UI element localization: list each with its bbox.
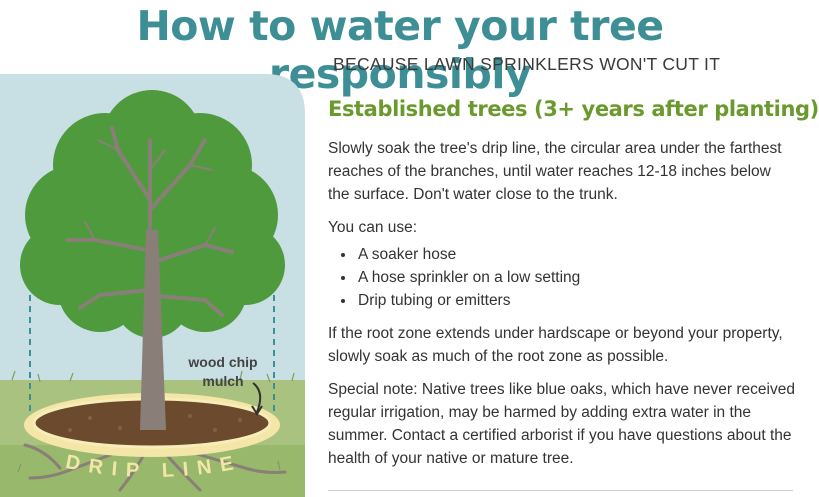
use-intro: You can use: <box>328 219 418 236</box>
intro-paragraph: Slowly soak the tree's drip line, the ci… <box>328 140 782 203</box>
tree-trunk <box>66 126 234 430</box>
page-title: How to water your tree responsibly <box>136 2 664 98</box>
mulch-label-line2: mulch <box>202 373 243 389</box>
bottom-divider <box>328 490 793 491</box>
page-subtitle: BECAUSE LAWN SPRINKLERS WON'T CUT IT <box>333 54 721 74</box>
watering-instructions: Established trees (3+ years after planti… <box>328 95 819 480</box>
root-zone-paragraph: If the root zone extends under hardscape… <box>328 325 783 365</box>
mulch-label-line1: wood chip <box>187 354 257 370</box>
watering-tools-list: A soaker hose A hose sprinkler on a low … <box>328 243 796 312</box>
grass-blades <box>11 370 295 473</box>
mulch-pointer-arrow <box>252 382 262 413</box>
special-note-paragraph: Special note: Native trees like blue oak… <box>328 381 795 467</box>
section-heading: Established trees (3+ years after planti… <box>328 97 819 121</box>
list-item: Drip tubing or emitters <box>356 289 796 312</box>
list-item: A soaker hose <box>356 243 796 266</box>
list-item: A hose sprinkler on a low setting <box>356 266 796 289</box>
tree-illustration: wood chip mulch DRIP LINE <box>0 74 305 497</box>
